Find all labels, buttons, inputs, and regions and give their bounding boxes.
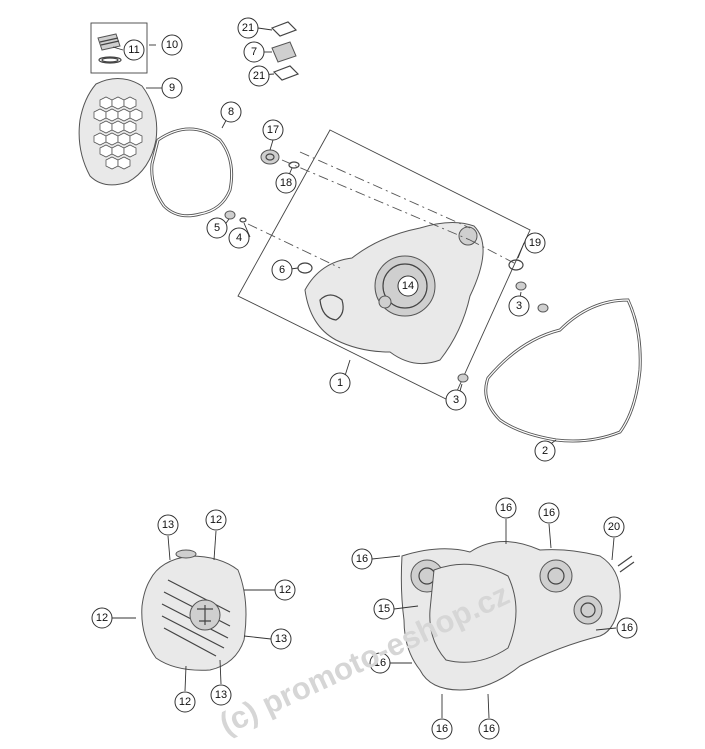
callout-13-right-label: 13 xyxy=(275,633,287,645)
callout-9[interactable]: 9 xyxy=(161,77,183,99)
callout-14-label: 14 xyxy=(402,280,414,292)
hex-grille xyxy=(93,96,143,170)
callout-2-label: 2 xyxy=(542,445,548,457)
callout-4-label: 4 xyxy=(236,232,242,244)
callout-13-right[interactable]: 13 xyxy=(270,628,292,650)
callout-11-label: 11 xyxy=(128,44,139,56)
callout-20-label: 20 xyxy=(608,521,620,533)
callout-4[interactable]: 4 xyxy=(228,227,250,249)
callout-21-top[interactable]: 21 xyxy=(237,17,259,39)
callout-16-bottom-right-label: 16 xyxy=(483,723,495,735)
callout-12-bottom[interactable]: 12 xyxy=(174,691,196,713)
callout-20[interactable]: 20 xyxy=(603,516,625,538)
callout-10[interactable]: 10 xyxy=(161,34,183,56)
callout-5-label: 5 xyxy=(214,222,220,234)
callout-15[interactable]: 15 xyxy=(373,598,395,620)
callout-7[interactable]: 7 xyxy=(243,41,265,63)
bearing-seal-17-18 xyxy=(260,149,300,169)
dowel-screw-4-5 xyxy=(224,210,247,223)
crankcase-gasket-2 xyxy=(484,298,642,443)
callout-17-label: 17 xyxy=(267,124,279,136)
callout-12-left[interactable]: 12 xyxy=(91,607,113,629)
callout-10-label: 10 xyxy=(166,39,178,51)
callout-21-top-label: 21 xyxy=(242,22,254,34)
alignment-lines xyxy=(247,151,517,269)
outer-clutch-cover-grille xyxy=(78,78,158,186)
cover-gasket-8 xyxy=(150,127,234,218)
callout-1-label: 1 xyxy=(337,377,343,389)
callout-16-top-right[interactable]: 16 xyxy=(538,502,560,524)
dowel-pins-3 xyxy=(457,281,549,383)
callout-17[interactable]: 17 xyxy=(262,119,284,141)
callout-16-bottom-right[interactable]: 16 xyxy=(478,718,500,740)
callout-16-right-label: 16 xyxy=(621,622,633,634)
callout-3-right-label: 3 xyxy=(516,300,522,312)
crankcase-half-side xyxy=(400,541,635,691)
callout-16-mid-left[interactable]: 16 xyxy=(369,652,391,674)
callout-16-left[interactable]: 16 xyxy=(351,548,373,570)
callout-1[interactable]: 1 xyxy=(329,372,351,394)
filler-plug-group xyxy=(90,22,148,74)
callout-15-label: 15 xyxy=(378,603,390,615)
callout-6[interactable]: 6 xyxy=(271,259,293,281)
callout-14[interactable]: 14 xyxy=(397,275,419,297)
circlip-19 xyxy=(508,259,524,271)
outer-clutch-cover-logo xyxy=(141,549,247,671)
callout-3-bottom[interactable]: 3 xyxy=(445,389,467,411)
callout-16-bottom-left-label: 16 xyxy=(436,723,448,735)
callout-19-label: 19 xyxy=(529,237,541,249)
callout-8-label: 8 xyxy=(228,106,234,118)
callout-5[interactable]: 5 xyxy=(206,217,228,239)
callout-21-bottom-label: 21 xyxy=(253,70,265,82)
callout-12-right-label: 12 xyxy=(279,584,291,596)
callout-16-mid-left-label: 16 xyxy=(374,657,386,669)
callout-16-bottom-left[interactable]: 16 xyxy=(431,718,453,740)
callout-13-top-label: 13 xyxy=(162,519,174,531)
callout-12-top[interactable]: 12 xyxy=(205,509,227,531)
callout-21-bottom[interactable]: 21 xyxy=(248,65,270,87)
callout-16-left-label: 16 xyxy=(356,553,368,565)
callout-8[interactable]: 8 xyxy=(220,101,242,123)
callout-16-right[interactable]: 16 xyxy=(616,617,638,639)
callout-2[interactable]: 2 xyxy=(534,440,556,462)
callout-13-top[interactable]: 13 xyxy=(157,514,179,536)
callout-18[interactable]: 18 xyxy=(275,172,297,194)
callout-16-top-label: 16 xyxy=(500,502,512,514)
callout-13-bottom-label: 13 xyxy=(215,689,227,701)
seal-plug-stack xyxy=(270,21,300,81)
callout-16-top[interactable]: 16 xyxy=(495,497,517,519)
callout-12-top-label: 12 xyxy=(210,514,222,526)
callout-12-left-label: 12 xyxy=(96,612,108,624)
callout-11[interactable]: 11 xyxy=(123,39,145,61)
callout-12-right[interactable]: 12 xyxy=(274,579,296,601)
callout-3-right[interactable]: 3 xyxy=(508,295,530,317)
callout-16-top-right-label: 16 xyxy=(543,507,555,519)
callout-19[interactable]: 19 xyxy=(524,232,546,254)
callout-9-label: 9 xyxy=(169,82,175,94)
callout-18-label: 18 xyxy=(280,177,292,189)
callout-7-label: 7 xyxy=(251,46,257,58)
inner-clutch-cover-1 xyxy=(297,222,484,365)
callout-13-bottom[interactable]: 13 xyxy=(210,684,232,706)
callout-6-label: 6 xyxy=(279,264,285,276)
callout-12-bottom-label: 12 xyxy=(179,696,191,708)
callout-3-bottom-label: 3 xyxy=(453,394,459,406)
